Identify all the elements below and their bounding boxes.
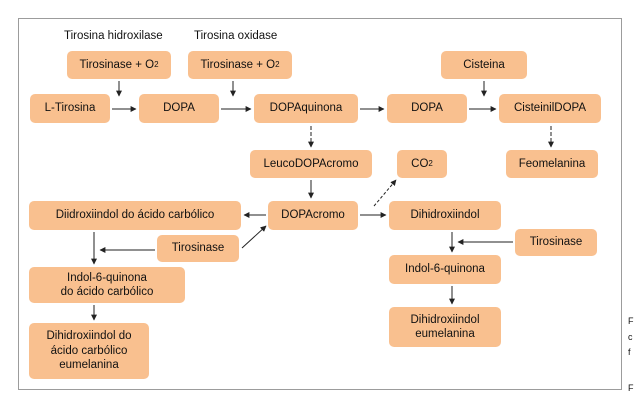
node-indol-6-quinona-carbolico: Indol-6-quinona do ácido carbólico: [29, 267, 185, 303]
node-dopa-2: DOPA: [387, 94, 467, 123]
node-dihidroxiindol-eumelanina: Dihidroxiindol eumelanina: [389, 307, 501, 347]
node-subscript: 2: [154, 60, 159, 69]
node-indol-6-quinona: Indol-6-quinona: [389, 255, 501, 284]
node-tirosinase-left: Tirosinase: [157, 235, 239, 262]
node-text: Tirosinase + O: [200, 58, 276, 71]
node-subscript: 2: [275, 60, 280, 69]
node-line-1: Dihidroxiindol do: [46, 330, 132, 343]
right-edge-fragment-1: F: [628, 316, 634, 326]
node-line-1: Indol-6-quinona: [67, 271, 147, 284]
right-edge-fragment-4: F: [628, 383, 634, 393]
node-line-2: do ácido carbólico: [60, 286, 154, 298]
node-dihidroxiindol-carbolico-eumelanina: Dihidroxiindol do ácido carbólico eumela…: [29, 323, 149, 379]
node-line-2: eumelanina: [415, 328, 475, 340]
node-leucodopacromo: LeucoDOPAcromo: [250, 150, 372, 178]
node-dihidroxiindol: Dihidroxiindol: [389, 201, 501, 230]
node-line-3: eumelanina: [59, 359, 119, 372]
node-cisteina: Cisteina: [441, 51, 527, 79]
node-dopacromo: DOPAcromo: [268, 201, 358, 230]
right-edge-fragment-2: c: [628, 332, 633, 342]
node-line-2: ácido carbólico: [50, 344, 128, 357]
node-cisteinildopa: CisteinilDOPA: [499, 94, 601, 123]
node-diidroxiindol-acido-carbolico: Diidroxiindol do ácido carbólico: [29, 201, 241, 230]
node-text: CO: [411, 157, 429, 170]
node-l-tirosina: L-Tirosina: [30, 94, 110, 123]
node-line-1: Dihidroxiindol: [410, 313, 480, 326]
node-dopa-1: DOPA: [139, 94, 219, 123]
arrow-dopacromo-to-co2: [373, 179, 397, 207]
label-tirosina-oxidase: Tirosina oxidase: [194, 30, 278, 42]
node-dopaquinona: DOPAquinona: [254, 94, 358, 123]
right-edge-fragment-3: f: [628, 347, 631, 357]
node-tirosinase-right: Tirosinase: [515, 229, 597, 256]
arrow-tirosinase-left-to-dopacromo: [241, 225, 267, 249]
node-text: Tirosinase + O: [79, 58, 155, 71]
node-feomelanina: Feomelanina: [506, 150, 598, 178]
node-subscript: 2: [428, 159, 433, 168]
label-tirosina-hidroxilase: Tirosina hidroxilase: [64, 30, 163, 42]
